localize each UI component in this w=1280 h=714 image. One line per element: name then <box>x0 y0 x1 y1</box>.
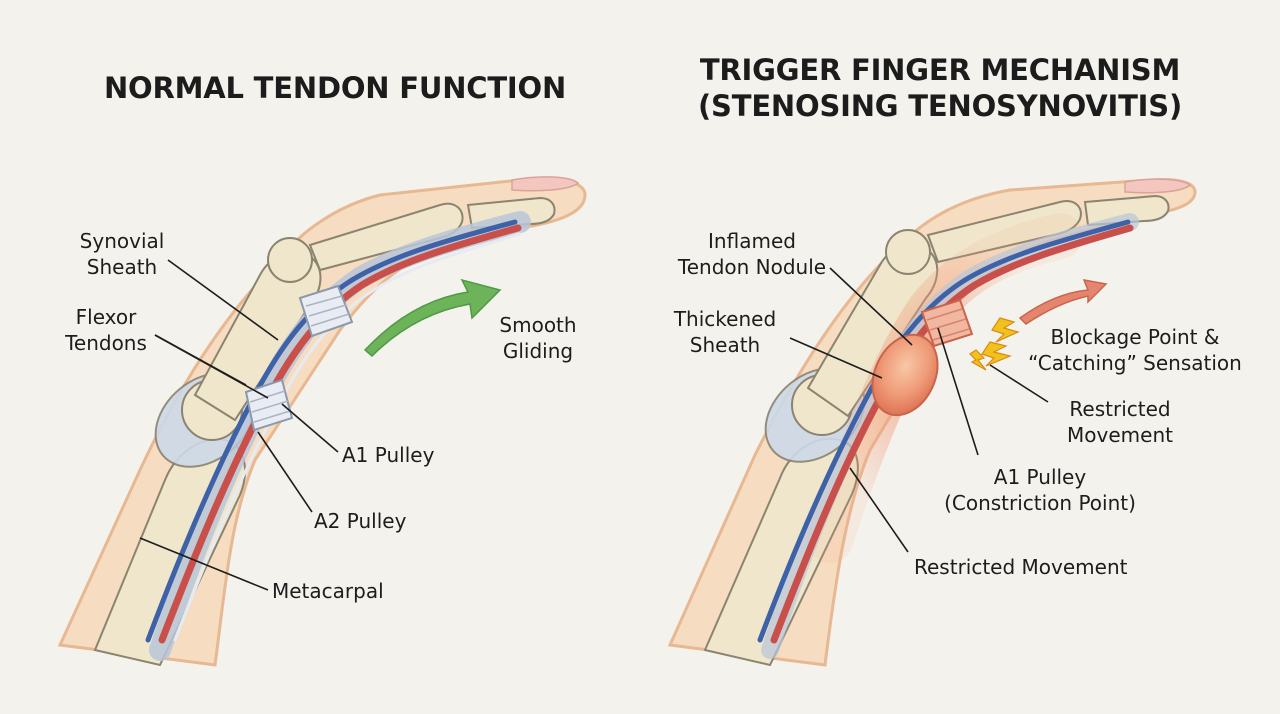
left-leader-lines <box>139 259 339 591</box>
label-smooth-gliding: Smooth Gliding <box>499 313 577 363</box>
lightning-icon <box>969 349 987 371</box>
label-inflamed-nodule: Inflamed Tendon Nodule <box>677 229 827 279</box>
label-synovial-sheath: Synovial Sheath <box>79 229 165 279</box>
left-a1-pulley <box>298 284 354 338</box>
label-a1-constriction: A1 Pulley (Constriction Point) <box>944 465 1136 515</box>
label-metacarpal: Metacarpal <box>272 579 384 603</box>
label-a1-pulley: A1 Pulley <box>342 443 435 467</box>
left-finger <box>57 176 587 667</box>
left-tendon-red <box>158 224 522 644</box>
lightning-icon <box>981 341 1012 367</box>
label-blockage-point: Blockage Point & “Catching” Sensation <box>1028 325 1242 375</box>
right-nail <box>1124 178 1192 194</box>
label-restricted-movement-upper: Restricted Movement <box>1067 397 1173 447</box>
lightning-icon <box>991 317 1020 343</box>
restricted-arrow <box>1018 279 1108 325</box>
label-flexor-tendons: Flexor Tendons <box>65 305 147 355</box>
label-a2-pulley: A2 Pulley <box>314 509 407 533</box>
right-a1-pulley <box>920 298 974 348</box>
left-nail <box>511 176 580 192</box>
right-finger <box>667 178 1197 667</box>
right-leader-lines <box>789 267 1049 553</box>
lightning-icons <box>969 317 1020 371</box>
title-trigger-line2: (STENOSING TENOSYNOVITIS) <box>698 89 1182 123</box>
smooth-gliding-arrow <box>363 278 502 358</box>
left-tendon-blue <box>145 219 518 643</box>
title-trigger-line1: TRIGGER FINGER MECHANISM <box>699 53 1181 87</box>
right-distal-phalanx <box>1083 194 1170 227</box>
tendon-nodule <box>871 333 939 417</box>
title-trigger: TRIGGER FINGER MECHANISM (STENOSING TENO… <box>640 52 1240 124</box>
label-thickened-sheath: Thickened Sheath <box>673 307 777 357</box>
label-restricted-movement-lower: Restricted Movement <box>914 555 1128 579</box>
title-normal: NORMAL TENDON FUNCTION <box>103 71 567 105</box>
